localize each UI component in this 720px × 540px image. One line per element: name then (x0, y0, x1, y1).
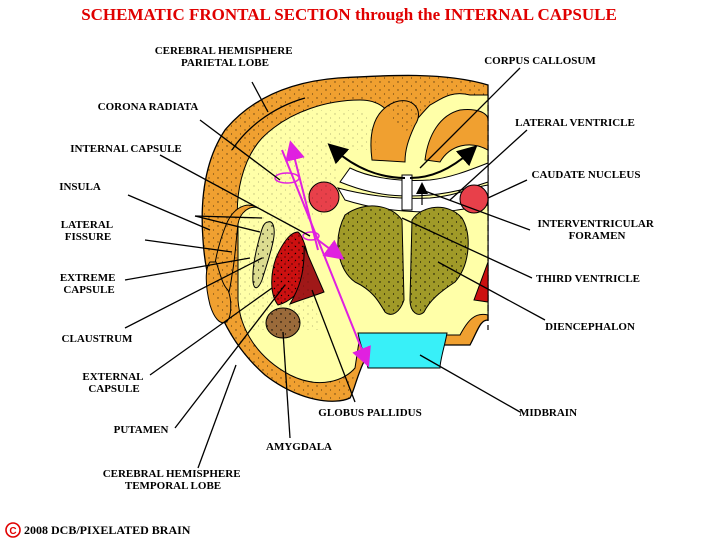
leader-lines (124, 67, 546, 469)
diagram-title: SCHEMATIC FRONTAL SECTION through the IN… (81, 5, 617, 24)
label-globus-pallidus: GLOBUS PALLIDUS (318, 407, 421, 419)
corpus-callosum (339, 162, 489, 197)
label-external-capsule: EXTERNAL CAPSULE (82, 371, 145, 395)
copyright-symbol: C (9, 526, 16, 537)
arrow-right-ventricle (409, 145, 478, 179)
arrow-left-ventricle (327, 143, 406, 179)
label-amygdala: AMYGDALA (266, 441, 332, 453)
label-diencephalon: DIENCEPHALON (545, 321, 635, 333)
label-putamen: PUTAMEN (114, 424, 169, 436)
label-corpus-callosum: CORPUS CALLOSUM (484, 55, 596, 67)
label-extreme-capsule: EXTREME CAPSULE (60, 272, 118, 296)
label-insula: INSULA (59, 181, 101, 193)
copyright-icon (5, 522, 21, 538)
label-lateral-ventricle: LATERAL VENTRICLE (515, 117, 635, 129)
marker-corona-radiata (274, 172, 300, 184)
label-lateral-fissure: LATERAL FISSURE (61, 219, 116, 243)
label-cerebral-hemisphere-parietal: CEREBRAL HEMISPHERE PARIETAL LOBE (155, 45, 296, 69)
septum (401, 174, 413, 211)
label-claustrum: CLAUSTRUM (62, 333, 134, 345)
label-corona-radiata: CORONA RADIATA (98, 101, 199, 113)
pathway-to-thalamus (317, 239, 345, 260)
label-caudate-nucleus: CAUDATE NUCLEUS (532, 169, 641, 181)
label-third-ventricle: THIRD VENTRICLE (536, 273, 640, 285)
copyright-text: 2008 DCB/PIXELATED BRAIN (24, 523, 191, 537)
copyright: C 2008 DCB/PIXELATED BRAIN (5, 522, 191, 538)
label-cerebral-hemisphere-temporal: CEREBRAL HEMISPHERE TEMPORAL LOBE (103, 468, 244, 492)
lateral-ventricle (336, 184, 489, 213)
putamen-right (473, 261, 489, 303)
brain-section (201, 74, 489, 402)
pathway-internal-capsule-up (285, 140, 319, 251)
label-midbrain: MIDBRAIN (519, 407, 577, 419)
label-interventricular-foramen: INTERVENTRICULAR FORAMEN (537, 218, 656, 242)
marker-internal-capsule (302, 231, 320, 241)
label-internal-capsule: INTERNAL CAPSULE (70, 143, 182, 155)
